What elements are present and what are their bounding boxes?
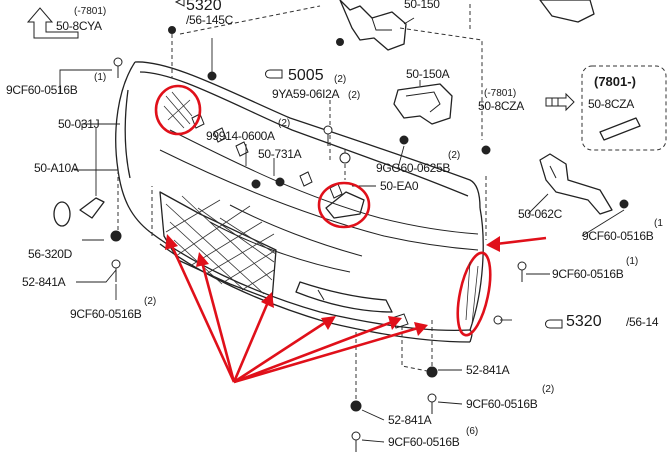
label-50-8cya: 50-8CYA bbox=[56, 19, 102, 33]
upper-right-part bbox=[539, 0, 595, 23]
label-gg60-qty: (2) bbox=[448, 150, 460, 161]
label-0516b-r-qty: (1) bbox=[626, 256, 638, 267]
label-50-731a: 50-731A bbox=[258, 147, 302, 161]
label-50-a10a: 50-A10A bbox=[34, 161, 79, 175]
front-arrow-icon bbox=[26, 7, 79, 39]
leader-lines bbox=[59, 17, 625, 443]
label-99914-qty: (2) bbox=[278, 118, 290, 129]
label-99914: 99914-0600A bbox=[206, 129, 275, 143]
label-9gg60: 9GG60-0625B bbox=[376, 161, 450, 175]
ref-arrow-icons bbox=[174, 0, 563, 329]
label-50-150a: 50-150A bbox=[406, 67, 450, 81]
label-5320-r: 5320 bbox=[566, 313, 602, 330]
label-52-841a-l: 52-841A bbox=[22, 275, 66, 289]
label-50-150: 50-150 bbox=[404, 0, 440, 11]
label-9ya59-qty: (2) bbox=[348, 90, 360, 101]
part-labels: (-7801) 50-8CYA 5320 /56-145C (1) 9CF60-… bbox=[6, 0, 663, 449]
label-0516b-l-qty: (2) bbox=[144, 296, 156, 307]
label-5320-top: 5320 bbox=[186, 0, 222, 14]
screw-icon bbox=[110, 26, 629, 452]
label-0516b-m-qty: (2) bbox=[542, 384, 554, 395]
label-52-841a-m: 52-841A bbox=[466, 363, 510, 377]
label-cya-note: (-7801) bbox=[74, 6, 106, 17]
label-0516b-b: 9CF60-0516B bbox=[388, 435, 460, 449]
dashed-leaders bbox=[117, 4, 487, 400]
label-56-14: /56-14 bbox=[626, 315, 659, 329]
label-0516b-l: 9CF60-0516B bbox=[70, 307, 142, 321]
label-56-145c: /56-145C bbox=[186, 13, 234, 27]
red-highlights bbox=[154, 84, 547, 384]
label-50-ea0: 50-EA0 bbox=[380, 179, 419, 193]
label-50-062c: 50-062C bbox=[518, 207, 563, 221]
label-50-031j: 50-031J bbox=[58, 117, 100, 131]
label-5005-qty: (2) bbox=[334, 74, 346, 85]
label-56-320d: 56-320D bbox=[28, 247, 73, 261]
bracket-50-062c bbox=[539, 153, 613, 215]
label-0516b-tl: 9CF60-0516B bbox=[6, 83, 78, 97]
label-50-8cza: 50-8CZA bbox=[478, 99, 524, 113]
side-marker-50-a10a bbox=[53, 197, 105, 227]
label-cza-note: (-7801) bbox=[484, 88, 516, 99]
label-0516b-r: 9CF60-0516B bbox=[552, 267, 624, 281]
label-0516b-m: 9CF60-0516B bbox=[466, 397, 538, 411]
label-0516b-rr: 9CF60-0516B bbox=[582, 229, 654, 243]
bumper-cover bbox=[115, 61, 484, 343]
reference-arrow-icon bbox=[545, 92, 575, 112]
label-box-cza: 50-8CZA bbox=[588, 97, 634, 111]
label-52-841a-b: 52-841A bbox=[388, 413, 432, 427]
lower-grille-mesh bbox=[159, 191, 277, 301]
label-box-title: (7801-) bbox=[594, 74, 636, 89]
clip-50-8cza-box bbox=[581, 65, 667, 151]
label-9ya59: 9YA59-06I2A bbox=[272, 87, 339, 101]
label-0516b-b-qty: (6) bbox=[466, 426, 478, 437]
label-5005: 5005 bbox=[288, 67, 324, 84]
label-0516b-rr-qty: (1 bbox=[654, 218, 663, 229]
bracket-50-150a bbox=[393, 83, 453, 125]
top-bracket-50-150 bbox=[339, 0, 407, 51]
label-0516b-tl-qty: (1) bbox=[94, 72, 106, 83]
